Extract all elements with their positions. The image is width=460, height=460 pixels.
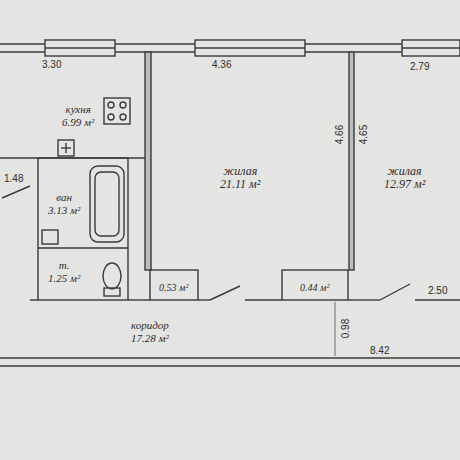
room-name: т. (59, 259, 70, 272)
dimension-label: 4.65 (358, 125, 369, 144)
room-area: 6.99 м² (62, 116, 94, 129)
room-name: кухня (65, 103, 90, 116)
dimension-label: 4.66 (334, 125, 345, 144)
room-label: 0.53 м² (159, 281, 188, 294)
room-label: кухня6.99 м² (62, 103, 94, 129)
room-area: 1.25 м² (48, 272, 80, 285)
dimension-label: 0.98 (340, 319, 351, 338)
room-area: 17.28 м² (131, 332, 169, 345)
room-name: жилая (223, 165, 257, 178)
room-area: 12.97 м² (384, 178, 425, 191)
room-name: 0.53 м² (159, 281, 188, 294)
room-label: коридор17.28 м² (131, 319, 169, 345)
dimension-label: 8.42 (370, 345, 389, 356)
dimension-label: 2.50 (428, 285, 447, 296)
room-area: 21.11 м² (220, 178, 260, 191)
dimension-label: 2.79 (410, 61, 429, 72)
room-name: коридор (131, 319, 169, 332)
room-label: ван3.13 м² (48, 191, 80, 217)
room-name: 0.44 м² (300, 281, 329, 294)
room-label: 0.44 м² (300, 281, 329, 294)
room-name: жилая (388, 165, 422, 178)
room-label: жилая21.11 м² (220, 165, 260, 191)
room-label: т.1.25 м² (48, 259, 80, 285)
dimension-label: 4.36 (212, 59, 231, 70)
dimension-label: 1.48 (4, 173, 23, 184)
dimension-label: 3.30 (42, 59, 61, 70)
room-name: ван (56, 191, 72, 204)
room-label: жилая12.97 м² (384, 165, 425, 191)
room-area: 3.13 м² (48, 204, 80, 217)
